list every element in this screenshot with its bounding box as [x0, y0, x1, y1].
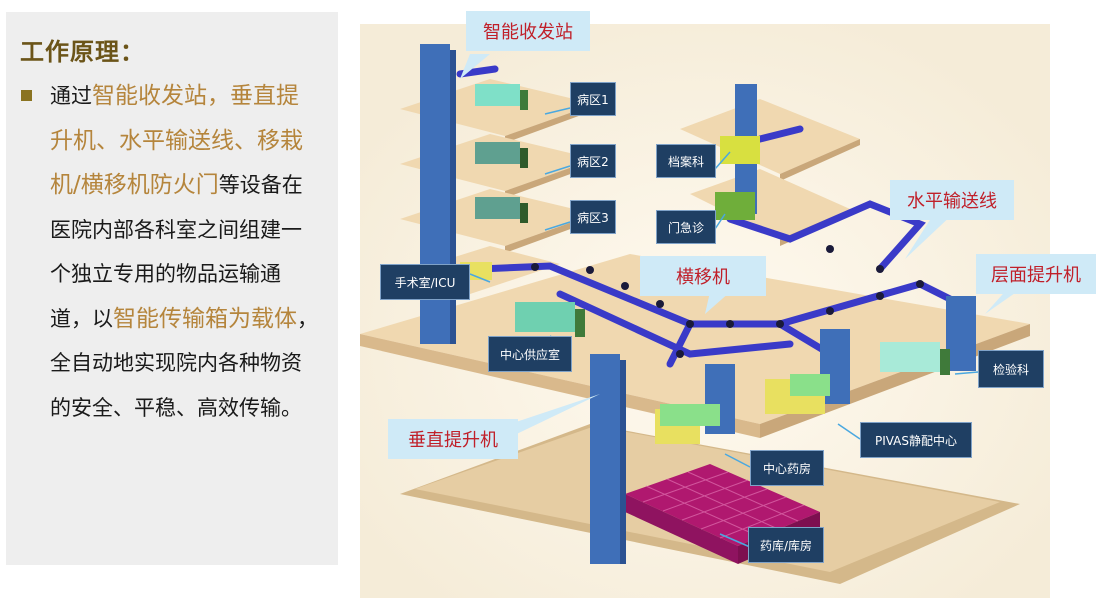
panel-title: 工作原理： [20, 38, 145, 66]
dept-label-pivas: PIVAS静配中心 [860, 422, 972, 458]
dept-label-warehouse: 药库/库房 [748, 527, 824, 563]
text-segment-highlight: 智能传输箱为载体 [113, 305, 297, 332]
department-boxes [460, 84, 950, 444]
callout-floor-lift: 层面提升机 [976, 254, 1096, 294]
floor-lift-shaft [946, 296, 976, 371]
dept-label-central-supply: 中心供应室 [488, 336, 572, 372]
callout-vertical-lift: 垂直提升机 [388, 419, 518, 459]
dept-label-ward2: 病区2 [570, 144, 616, 178]
text-panel: 工作原理： 通过智能收发站，垂直提升机、水平输送线、移栽机/横移机防火门等设备在… [6, 12, 338, 565]
dept-label-lab: 检验科 [978, 350, 1044, 388]
callout-transverse-machine: 横移机 [640, 256, 766, 296]
bullet-square-icon [21, 90, 32, 101]
description-text: 通过智能收发站，垂直提升机、水平输送线、移栽机/横移机防火门等设备在医院内部各科… [50, 74, 320, 430]
vertical-lift-shaft [590, 354, 620, 564]
text-segment: ，全自动地实现院内各种物资的安全、平稳、高效传输。 [50, 306, 318, 420]
dept-label-or-icu: 手术室/ICU [380, 264, 470, 300]
dept-label-ward3: 病区3 [570, 200, 616, 234]
dept-label-emergency: 门急诊 [656, 210, 716, 244]
text-segment: 等设备在医院内部各科室之间组建一个独立专用的物品运输通道，以 [50, 173, 303, 331]
text-segment: 通过 [50, 84, 92, 108]
main-floor [360, 254, 1030, 424]
dept-label-archives: 档案科 [656, 144, 716, 178]
callout-smart-station: 智能收发站 [466, 11, 590, 51]
callout-horizontal-conveyor: 水平输送线 [890, 180, 1014, 220]
logistics-diagram: 智能收发站 水平输送线 横移机 层面提升机 垂直提升机 病区1 病区2 病区3 … [360, 11, 1096, 598]
emergency-floor [690, 169, 850, 239]
dept-label-central-pharmacy: 中心药房 [750, 450, 824, 486]
diagram-drawing [360, 24, 1050, 598]
dept-label-ward1: 病区1 [570, 82, 616, 116]
text-segment-highlight: 智能收发站，垂直提升机、水平输送线、移栽机/横移机防火门 [50, 83, 303, 198]
